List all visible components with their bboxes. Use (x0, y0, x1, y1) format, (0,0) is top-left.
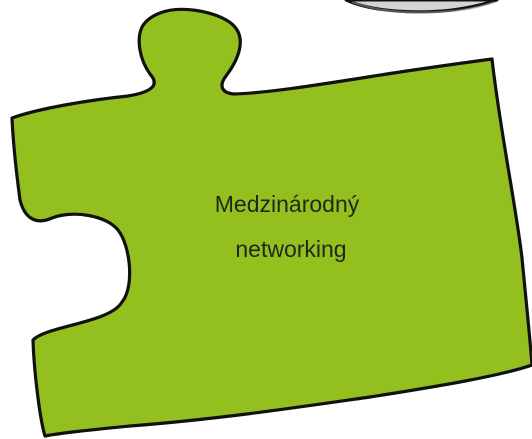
neighbor-puzzle-piece-shadow (351, 1, 495, 14)
puzzle-label-line-2: networking (235, 236, 346, 262)
neighbor-puzzle-piece-edge (344, 0, 499, 14)
puzzle-label-line-1: Medzinárodný (215, 191, 360, 217)
puzzle-piece (10, 7, 532, 438)
